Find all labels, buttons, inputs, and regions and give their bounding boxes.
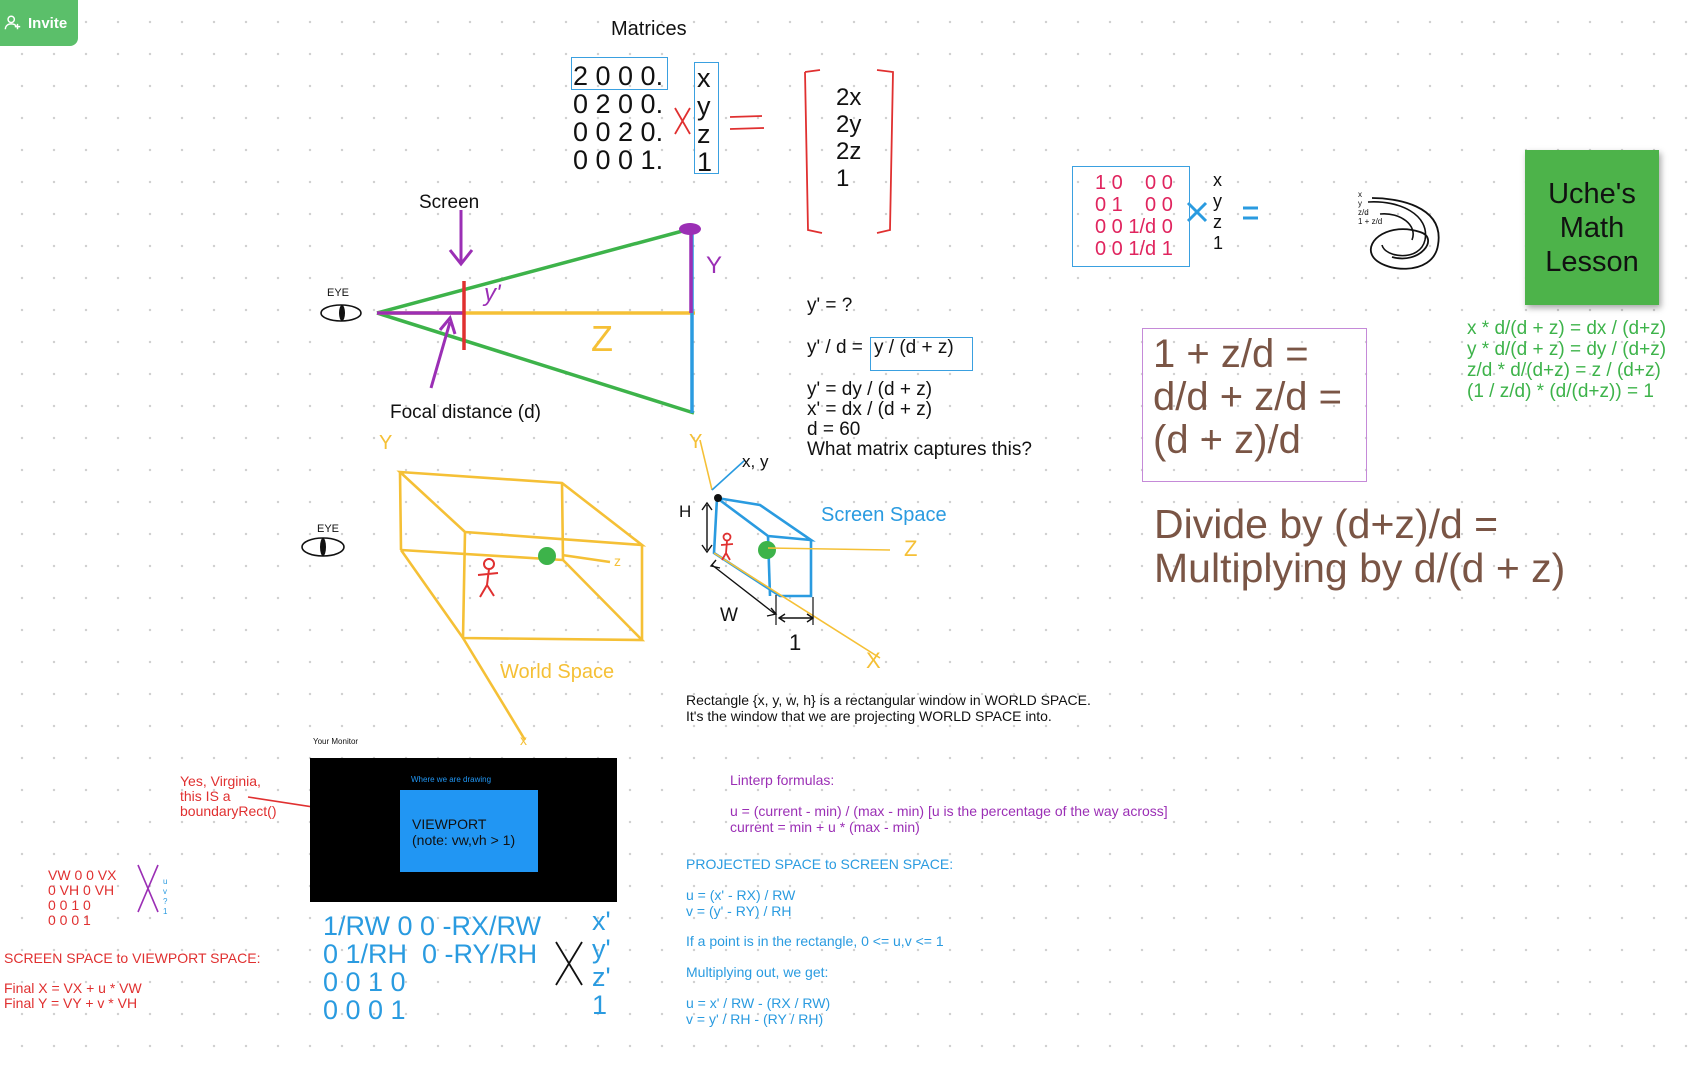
add-person-icon bbox=[4, 15, 21, 30]
y-prime-label: y' bbox=[484, 280, 501, 307]
world-y-label: Y bbox=[379, 432, 393, 454]
green-equations: x * d/(d + z) = dx / (d+z) y * d/(d + z)… bbox=[1467, 318, 1667, 402]
monitor-label: Your Monitor bbox=[313, 737, 359, 746]
screen-x-label: X bbox=[866, 648, 881, 673]
perspective-matrix: 1 0 0 0 0 1 0 0 0 0 1/d 0 0 0 1/d 1 bbox=[1095, 172, 1173, 260]
eye-label-world: EYE bbox=[317, 523, 340, 535]
scaled-result: 2x 2y 2z 1 bbox=[836, 84, 862, 192]
selection-box bbox=[870, 337, 973, 371]
invite-button[interactable]: Invite bbox=[0, 0, 78, 46]
world-x-label: x bbox=[520, 732, 527, 748]
xy-label: x, y bbox=[742, 452, 769, 471]
identity-box bbox=[1142, 328, 1367, 482]
lesson-title: Uche's Math Lesson bbox=[1545, 177, 1639, 278]
viewport-label: VIEWPORT (note: vw,vh > 1) bbox=[412, 816, 516, 848]
viewport-rect: VIEWPORT (note: vw,vh > 1) bbox=[400, 790, 538, 872]
projection-equations: y' = dy / (d + z) x' = dx / (d + z) d = … bbox=[807, 379, 1032, 460]
linterp-formulas: u = (current - min) / (max - min) [u is … bbox=[730, 803, 1168, 835]
screen-label: Screen bbox=[419, 192, 480, 213]
selection-box bbox=[571, 57, 668, 90]
world-space-label: World Space bbox=[500, 661, 615, 683]
boundary-rect-callout: Yes, Virginia, this IS a boundaryRect() bbox=[180, 773, 277, 819]
linterp-title: Linterp formulas: bbox=[730, 772, 835, 788]
monitor-frame: Where we are drawing VIEWPORT (note: vw,… bbox=[310, 758, 617, 902]
y-prime-question: y' = ? bbox=[807, 295, 853, 316]
eye-icon bbox=[320, 304, 362, 322]
selection-box bbox=[1072, 166, 1190, 267]
divide-text: Divide by (d+z)/d = Multiplying by d/(d … bbox=[1154, 501, 1566, 591]
selection-box bbox=[694, 62, 719, 174]
w-label: W bbox=[720, 605, 738, 626]
screen-z-label: Z bbox=[904, 536, 918, 561]
perspective-vector: x y z 1 bbox=[1213, 170, 1224, 253]
lesson-sticky-note[interactable]: Uche's Math Lesson bbox=[1525, 150, 1659, 305]
focal-distance-label: Focal distance (d) bbox=[390, 402, 542, 423]
final-xy-formulas: Final X = VX + u * VW Final Y = VY + v *… bbox=[4, 980, 142, 1011]
z-label: Z bbox=[591, 318, 613, 359]
screen-to-viewport-heading: SCREEN SPACE to VIEWPORT SPACE: bbox=[4, 950, 261, 966]
uv-formulas: u = (x' - RX) / RW v = (y' - RY) / RH bbox=[686, 887, 796, 919]
invite-label: Invite bbox=[28, 14, 68, 32]
viewport-matrix: VW 0 0 VX 0 VH 0 VH 0 0 1 0 0 0 0 1 bbox=[48, 867, 117, 928]
projected-heading: PROJECTED SPACE to SCREEN SPACE: bbox=[686, 856, 954, 872]
eye-icon bbox=[301, 537, 345, 557]
vector-xyz1: x y z 1 bbox=[697, 63, 713, 177]
uv-vector: u v ? 1 bbox=[163, 877, 168, 916]
one-label: 1 bbox=[789, 630, 802, 655]
projected-vector: x' y' z' 1 bbox=[592, 906, 611, 1020]
world-z-label: z bbox=[614, 553, 621, 569]
y-axis-label: Y bbox=[706, 252, 723, 279]
in-rect-note: If a point is in the rectangle, 0 <= u,v… bbox=[686, 933, 944, 949]
mini-vector-sketch: x y z/d 1 + z/d bbox=[1358, 190, 1383, 226]
matrices-title: Matrices bbox=[611, 18, 687, 40]
ratio-left: y' / d = bbox=[807, 337, 863, 358]
uv-result-formulas: u = x' / RW - (RX / RW) v = y' / RH - (R… bbox=[686, 995, 831, 1027]
screen-y-label: Y bbox=[689, 431, 703, 453]
screen-space-label: Screen Space bbox=[821, 504, 947, 526]
h-label: H bbox=[679, 502, 692, 521]
scale-matrix: 2 0 0 0. 0 2 0 0. 0 0 2 0. 0 0 0 1. bbox=[573, 61, 664, 175]
ratio-right: y / (d + z) bbox=[874, 337, 954, 358]
rectangle-note: Rectangle {x, y, w, h} is a rectangular … bbox=[686, 692, 1091, 724]
screen-space-matrix: 1/RW 0 0 -RX/RW 0 1/RH 0 -RY/RH 0 0 1 0 … bbox=[323, 911, 542, 1025]
drawing-area-label: Where we are drawing bbox=[411, 775, 492, 784]
multiplying-note: Multiplying out, we get: bbox=[686, 964, 829, 980]
eye-label: EYE bbox=[327, 287, 350, 299]
identity-text: 1 + z/d = d/d + z/d = (d + z)/d bbox=[1153, 332, 1343, 462]
